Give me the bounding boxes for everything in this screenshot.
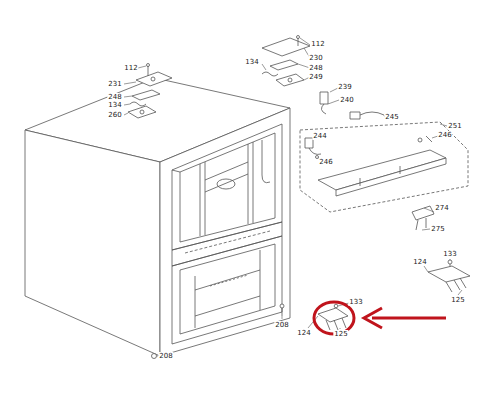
callout-number: 208 <box>274 321 289 329</box>
callout-number: 249 <box>308 73 323 81</box>
callout-number: 274 <box>434 204 449 212</box>
callout-number: 125 <box>333 330 348 338</box>
callout-number: 133 <box>348 298 363 306</box>
callout-number: 251 <box>447 122 462 130</box>
callout-number: 248 <box>107 93 122 101</box>
callout-number: 133 <box>442 250 457 258</box>
callout-number: 231 <box>107 80 122 88</box>
callout-number: 134 <box>244 58 259 66</box>
callout-number: 230 <box>308 54 323 62</box>
callout-number: 248 <box>308 64 323 72</box>
callout-number: 260 <box>107 111 122 119</box>
callout-number: 112 <box>310 40 325 48</box>
callout-number: 124 <box>412 258 427 266</box>
callout-number: 246 <box>437 131 452 139</box>
callout-number: 208 <box>158 352 173 360</box>
callout-number: 124 <box>296 329 311 337</box>
callout-number: 134 <box>107 101 122 109</box>
callout-number: 240 <box>339 96 354 104</box>
callout-number: 275 <box>430 225 445 233</box>
callout-number: 112 <box>123 64 138 72</box>
callout-number: 125 <box>450 296 465 304</box>
callout-number: 245 <box>384 113 399 121</box>
callout-number: 244 <box>312 132 327 140</box>
callout-number: 246 <box>318 158 333 166</box>
callout-number: 239 <box>337 83 352 91</box>
